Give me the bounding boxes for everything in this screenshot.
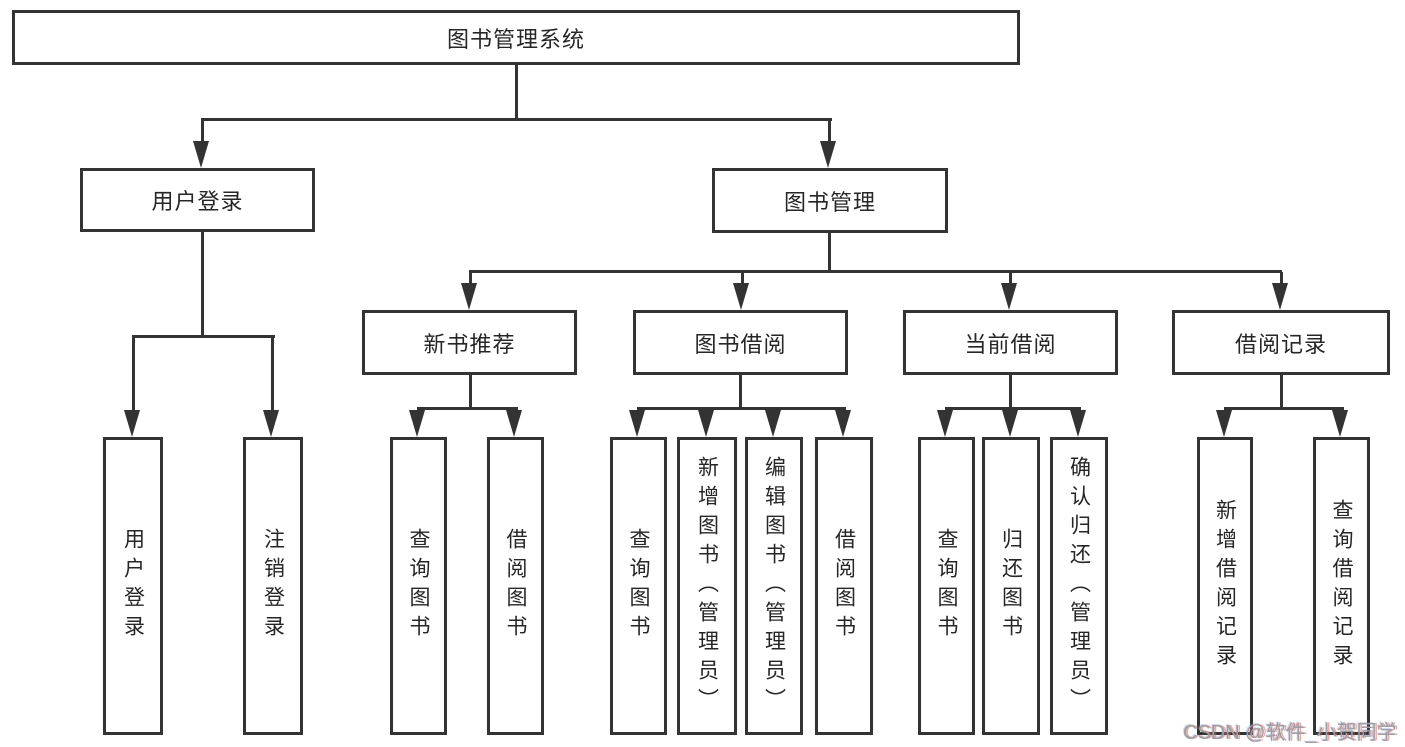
connector-line [1009, 375, 1012, 410]
node-label: 用户登录 [151, 189, 244, 214]
node-label: 编辑图书（管理员） [762, 455, 786, 717]
node-label: 查询图书 [935, 528, 958, 644]
connector-line [469, 270, 1282, 273]
connector-line [828, 233, 831, 273]
node-label: 新书推荐 [423, 331, 516, 357]
node-user-login: 用户登录 [80, 168, 315, 232]
node-label: 新增借阅记录 [1213, 499, 1237, 673]
node-library-management-system: 图书管理系统 [12, 10, 1020, 65]
leaf-confirm-return-admin: 确认归还（管理员） [1050, 437, 1108, 735]
connector-line [1224, 407, 1344, 410]
node-current-borrow: 当前借阅 [903, 310, 1118, 375]
arrow-down-icon [1332, 410, 1348, 437]
leaf-borrow-books: 借阅图书 [815, 437, 873, 735]
node-label: 查询借阅记录 [1330, 499, 1353, 673]
node-label: 确认归还（管理员） [1067, 455, 1091, 717]
arrow-down-icon [263, 410, 279, 437]
connector-line [132, 335, 275, 338]
node-label: 注销登录 [261, 528, 285, 644]
connector-line [1280, 373, 1283, 410]
leaf-query-books-recommend: 查询图书 [390, 437, 447, 735]
node-label: 新增图书（管理员） [695, 455, 719, 717]
connector-line [1280, 272, 1283, 284]
leaf-add-borrow-record: 新增借阅记录 [1197, 437, 1253, 735]
node-label: 图书管理 [783, 189, 876, 215]
arrow-down-icon [1216, 410, 1232, 437]
connector-line [515, 65, 518, 118]
leaf-query-books-borrow: 查询图书 [610, 437, 667, 735]
node-book-borrow: 图书借阅 [633, 310, 848, 375]
leaf-edit-books-admin: 编辑图书（管理员） [745, 437, 803, 735]
node-label: 查询图书 [627, 528, 650, 644]
connector-line [1009, 272, 1012, 284]
connector-line [739, 375, 742, 410]
connector-line [637, 407, 846, 410]
arrow-down-icon [461, 283, 477, 310]
arrow-down-icon [733, 283, 749, 310]
node-label: 用户登录 [121, 528, 145, 644]
node-label: 借阅图书 [832, 528, 856, 644]
arrow-down-icon [1272, 283, 1288, 310]
connector-line [828, 120, 831, 144]
arrow-down-icon [698, 410, 714, 437]
connector-line [469, 272, 472, 284]
connector-line [201, 232, 204, 338]
leaf-return-books: 归还图书 [982, 437, 1040, 735]
connector-line [201, 120, 204, 144]
node-borrow-records: 借阅记录 [1172, 310, 1390, 375]
node-label: 借阅图书 [504, 528, 527, 644]
leaf-add-books-admin: 新增图书（管理员） [677, 437, 737, 735]
node-label: 查询图书 [407, 528, 430, 644]
arrow-down-icon [937, 410, 953, 437]
arrow-down-icon [1001, 283, 1017, 310]
leaf-user-login: 用户登录 [103, 437, 163, 735]
arrow-down-icon [835, 410, 851, 437]
arrow-down-icon [506, 410, 522, 437]
connector-line [132, 338, 135, 410]
leaf-logout: 注销登录 [243, 437, 303, 735]
arrow-down-icon [1002, 410, 1018, 437]
arrow-down-icon [629, 410, 645, 437]
node-label: 图书管理系统 [446, 26, 585, 52]
connector-line [945, 407, 1081, 410]
leaf-query-borrow-record: 查询借阅记录 [1313, 437, 1370, 735]
connector-line [201, 118, 832, 121]
connector-line [271, 338, 274, 410]
leaf-query-books-current: 查询图书 [918, 437, 975, 735]
arrow-down-icon [409, 410, 425, 437]
node-label: 当前借阅 [964, 331, 1057, 357]
arrow-down-icon [765, 410, 781, 437]
node-new-book-recommend: 新书推荐 [362, 310, 577, 375]
node-label: 归还图书 [999, 528, 1023, 644]
arrow-down-icon [1070, 410, 1086, 437]
node-label: 图书借阅 [694, 331, 787, 357]
node-label: 借阅记录 [1234, 331, 1327, 357]
connector-line [417, 407, 518, 410]
connector-line [741, 272, 744, 284]
arrow-down-icon [820, 141, 836, 168]
connector-line [469, 375, 472, 410]
csdn-watermark: CSDN @软件_小贺同学 [1183, 722, 1397, 744]
arrow-down-icon [124, 410, 140, 437]
arrow-down-icon [193, 141, 209, 168]
leaf-borrow-books-recommend: 借阅图书 [487, 437, 544, 735]
node-book-management: 图书管理 [712, 168, 948, 233]
